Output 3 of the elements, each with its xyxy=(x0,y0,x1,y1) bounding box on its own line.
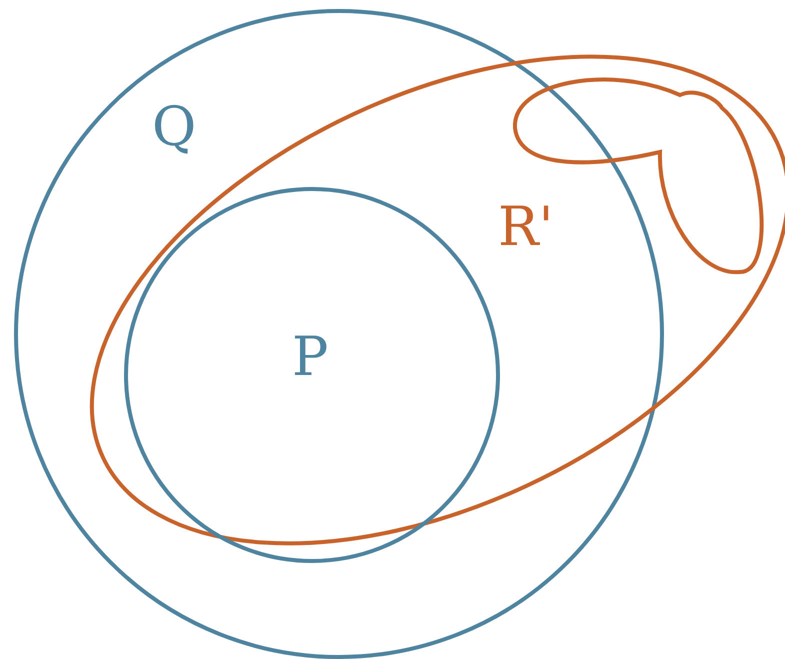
set-label: P xyxy=(292,330,328,384)
set-label: Q xyxy=(152,100,196,154)
set-label: R' xyxy=(498,200,554,254)
